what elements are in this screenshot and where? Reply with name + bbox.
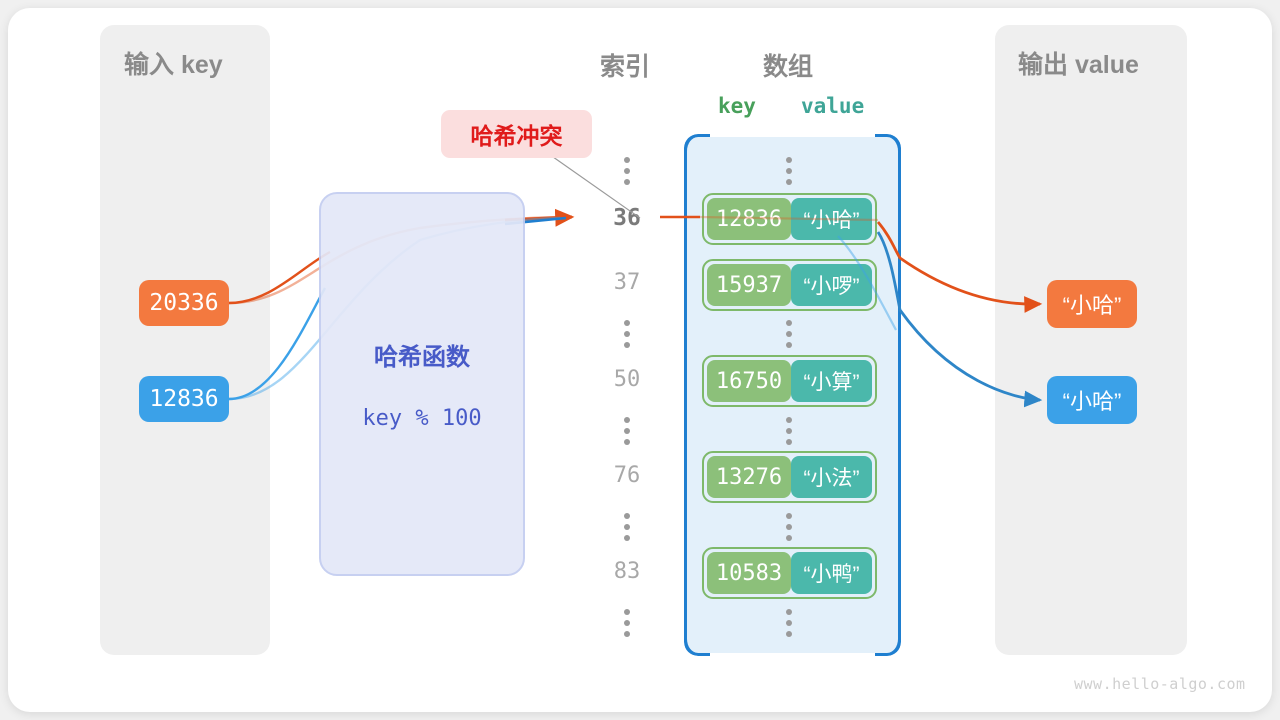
bucket-entry-83[interactable]: 10583 “小鸭”: [702, 547, 877, 599]
index-36[interactable]: 36: [592, 205, 662, 231]
collision-label-text: 哈希冲突: [470, 123, 563, 149]
bucket-value-36: “小哈”: [790, 198, 872, 240]
value-column-header: value: [801, 94, 864, 118]
output-value-blue[interactable]: “小哈”: [1047, 376, 1137, 424]
array-column-header: 数组: [718, 47, 858, 83]
index-83-text: 83: [613, 559, 641, 584]
array-dots-2: [754, 320, 824, 348]
index-36-text: 36: [613, 205, 641, 231]
value-header-text: value: [801, 94, 865, 118]
bucket-key-83: 10583: [707, 552, 791, 594]
hash-function-formula: key % 100: [362, 406, 482, 431]
output-value-orange[interactable]: “小哈”: [1047, 280, 1137, 328]
index-76-text: 76: [613, 463, 641, 488]
watermark: www.hello-algo.com: [1074, 675, 1246, 693]
index-dots: [592, 157, 662, 185]
bucket-key-37: 15937: [707, 264, 791, 306]
index-37[interactable]: 37: [592, 270, 662, 295]
input-key-12836[interactable]: 12836: [139, 376, 229, 422]
bucket-key-36: 12836: [707, 198, 791, 240]
input-panel-title-text: 输入 key: [124, 51, 223, 79]
index-37-text: 37: [613, 270, 641, 295]
bucket-entry-76[interactable]: 13276 “小法”: [702, 451, 877, 503]
input-key-20336[interactable]: 20336: [139, 280, 229, 326]
hash-function-box: 哈希函数 key % 100: [319, 192, 525, 576]
bucket-value-83: “小鸭”: [790, 552, 872, 594]
array-header-text: 数组: [762, 53, 813, 81]
bucket-value-76: “小法”: [790, 456, 872, 498]
array-dots-1: [754, 157, 824, 185]
index-50-text: 50: [613, 367, 641, 392]
bucket-entry-37[interactable]: 15937 “小啰”: [702, 259, 877, 311]
index-header-text: 索引: [599, 53, 650, 81]
bucket-key-50: 16750: [707, 360, 791, 402]
collision-label: 哈希冲突: [441, 110, 592, 158]
key-column-header: key: [718, 94, 756, 118]
array-dots-3: [754, 417, 824, 445]
key-header-text: key: [718, 94, 756, 118]
bucket-value-37: “小啰”: [790, 264, 872, 306]
input-panel: [100, 25, 270, 655]
watermark-text: www.hello-algo.com: [1074, 675, 1246, 693]
hash-function-title: 哈希函数: [374, 344, 470, 371]
index-dots-5: [592, 609, 662, 637]
index-dots-4: [592, 513, 662, 541]
array-dots-5: [754, 609, 824, 637]
output-panel-title: 输出 value: [1018, 45, 1139, 81]
index-83[interactable]: 83: [592, 559, 662, 584]
input-panel-title: 输入 key: [124, 45, 223, 81]
array-dots-4: [754, 513, 824, 541]
input-key-20336-text: 20336: [149, 290, 219, 316]
bucket-entry-50[interactable]: 16750 “小算”: [702, 355, 877, 407]
bucket-value-50: “小算”: [790, 360, 872, 402]
index-dots-2: [592, 320, 662, 348]
index-76[interactable]: 76: [592, 463, 662, 488]
index-column-header: 索引: [590, 47, 660, 83]
output-panel-title-text: 输出 value: [1018, 51, 1139, 79]
bucket-entry-36[interactable]: 12836 “小哈”: [702, 193, 877, 245]
output-value-orange-text: “小哈”: [1062, 293, 1122, 318]
index-50[interactable]: 50: [592, 367, 662, 392]
input-key-12836-text: 12836: [149, 386, 219, 412]
output-value-blue-text: “小哈”: [1062, 389, 1122, 414]
bucket-key-76: 13276: [707, 456, 791, 498]
index-dots-3: [592, 417, 662, 445]
output-panel: [995, 25, 1187, 655]
